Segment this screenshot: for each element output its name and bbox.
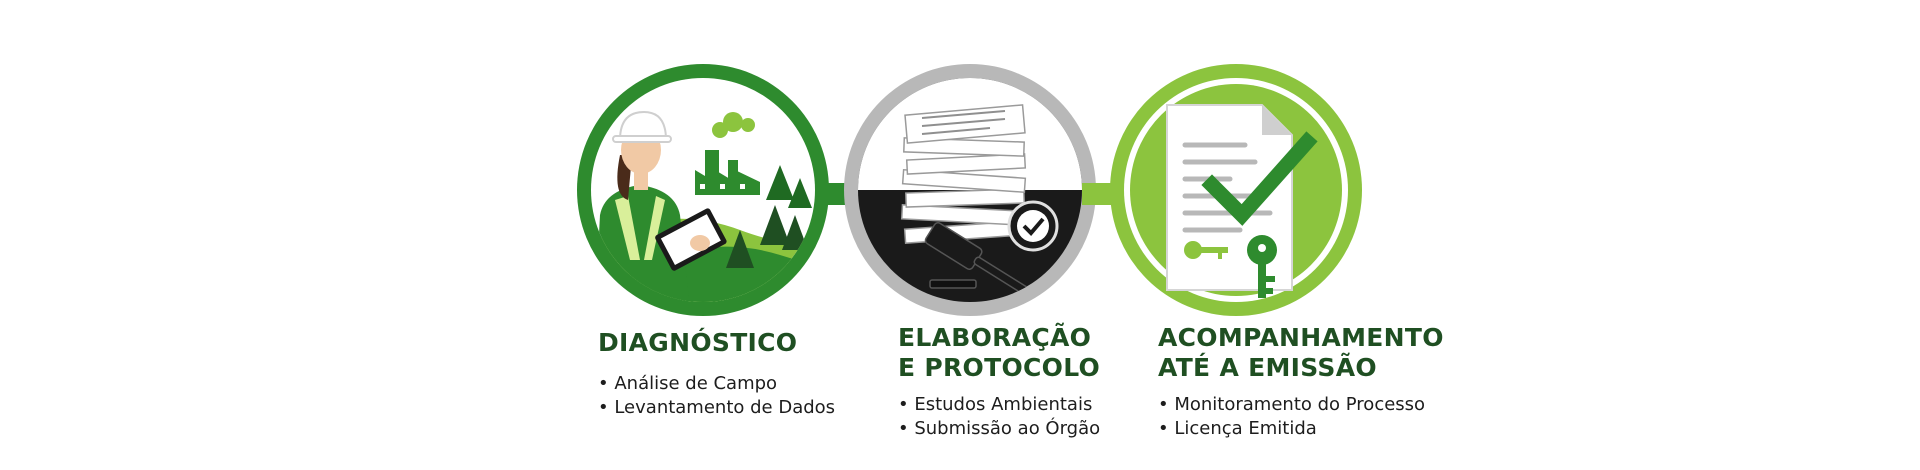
step-bullet-list: Estudos Ambientais Submissão ao Órgão: [898, 393, 1100, 441]
step-title-line: ACOMPANHAMENTO: [1158, 323, 1444, 352]
list-item: Monitoramento do Processo: [1158, 393, 1444, 417]
list-item: Estudos Ambientais: [898, 393, 1100, 417]
step-title: ACOMPANHAMENTO ATÉ A EMISSÃO: [1158, 323, 1444, 383]
list-item: Submissão ao Órgão: [898, 417, 1100, 441]
step-title: DIAGNÓSTICO: [598, 328, 835, 358]
step-title-line: E PROTOCOLO: [898, 353, 1101, 382]
step-bullet-list: Monitoramento do Processo Licença Emitid…: [1158, 393, 1444, 441]
step-elaboracao: ELABORAÇÃO E PROTOCOLO Estudos Ambientai…: [898, 323, 1100, 441]
list-item: Levantamento de Dados: [598, 396, 835, 420]
step-acompanhamento: ACOMPANHAMENTO ATÉ A EMISSÃO Monitoramen…: [1158, 323, 1444, 441]
step-title-line: DIAGNÓSTICO: [598, 328, 798, 357]
documents-gavel-icon: [844, 64, 1096, 316]
step-bullet-list: Análise de Campo Levantamento de Dados: [598, 372, 835, 420]
approved-license-icon: [1110, 64, 1362, 316]
list-item: Licença Emitida: [1158, 417, 1444, 441]
step-diagnostico: DIAGNÓSTICO Análise de Campo Levantament…: [598, 328, 835, 420]
list-item: Análise de Campo: [598, 372, 835, 396]
step-title-line: ELABORAÇÃO: [898, 323, 1092, 352]
step-title: ELABORAÇÃO E PROTOCOLO: [898, 323, 1100, 383]
step-title-line: ATÉ A EMISSÃO: [1158, 353, 1377, 382]
environmental-engineer-icon: [577, 64, 829, 316]
